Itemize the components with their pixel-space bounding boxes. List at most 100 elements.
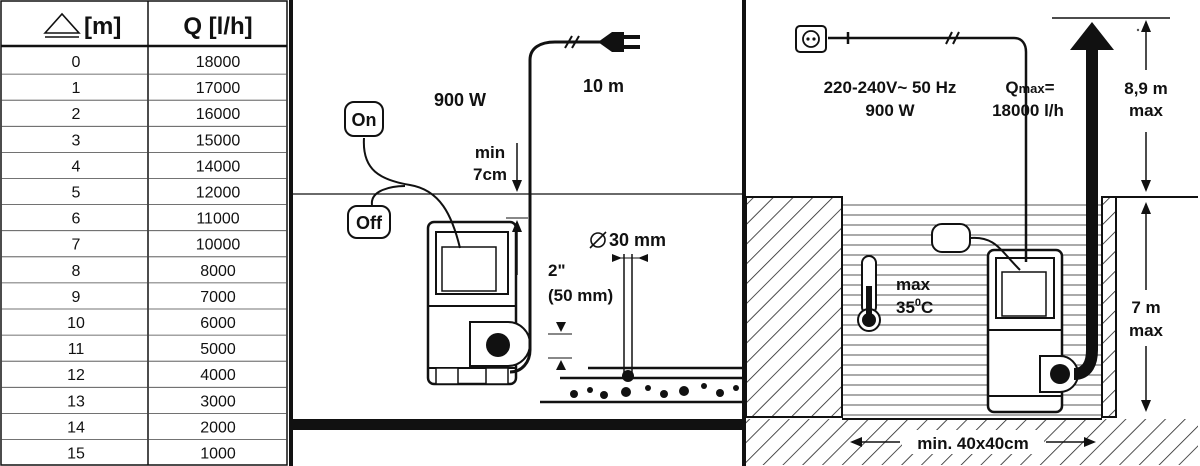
head-cell: 8: [72, 263, 81, 280]
head-cell: 5: [72, 185, 81, 202]
head-cell: 7: [72, 237, 81, 254]
flow-cell: 6000: [200, 315, 236, 332]
temp-max-label: max: [896, 275, 931, 294]
head-cell: 12: [67, 367, 85, 384]
pit-width-dimension: [850, 430, 1096, 454]
head-cell: 13: [67, 393, 85, 410]
head-cell: 10: [67, 315, 85, 332]
flow-cell: 8000: [200, 263, 236, 280]
flow-cell: 4000: [200, 367, 236, 384]
pump-cable: [509, 40, 600, 374]
pump-right: [986, 248, 1079, 414]
installation-panel: max 350C 220-240V~ 50 Hz 900 W Qmax= 18: [745, 17, 1198, 465]
particle-dimension: [612, 254, 648, 382]
table-row: 0 18000: [72, 54, 241, 71]
discharge-hose: [1073, 46, 1098, 380]
head-cell: 3: [72, 132, 81, 149]
ground-left: [745, 196, 843, 418]
temp-value-label: 350C: [896, 297, 933, 317]
float-switch-cable: [362, 137, 461, 249]
flow-cell: 11000: [196, 211, 239, 228]
pump-left: [426, 220, 531, 386]
flow-column-header: Q [l/h]: [183, 13, 252, 40]
delta-head-icon: [43, 12, 81, 34]
right-power-cable: [828, 32, 1028, 262]
head-cell: 9: [72, 289, 81, 306]
table-row: 4 14000: [1, 151, 287, 175]
float-switch-right: [931, 223, 971, 253]
switch-off-badge: Off: [347, 205, 391, 239]
head-cell: 6: [72, 211, 81, 228]
plug-icon: [598, 32, 640, 52]
table-row: 2 16000: [1, 99, 287, 123]
head-cell: 0: [72, 54, 81, 71]
switch-on-label: On: [352, 110, 377, 130]
diameter-icon: [589, 231, 607, 249]
table-row: 12 4000: [1, 360, 287, 384]
submersion-panel: 10 m 900 W On Off min 7cm: [289, 0, 746, 466]
min-level-line1: min: [475, 143, 505, 162]
head-column-header: [m]: [43, 12, 121, 40]
flow-cell: 12000: [196, 185, 241, 202]
table-row: 11 5000: [1, 334, 287, 358]
table-row: 7 10000: [1, 230, 287, 254]
head-cell: 1: [72, 80, 81, 97]
table-row: 1 17000: [1, 73, 287, 97]
flow-cell: 14000: [196, 158, 241, 175]
head-cell: 11: [68, 341, 85, 358]
debris-bed: [540, 366, 742, 404]
table-row: 6 11000: [1, 204, 287, 228]
switch-on-badge: On: [344, 101, 384, 137]
hose-size-line1: 2": [548, 261, 566, 280]
flow-cell: 18000: [196, 54, 241, 71]
hose-size-line2: (50 mm): [548, 286, 613, 305]
cable-length-label: 10 m: [583, 76, 624, 96]
pump-outlet-dot: [486, 333, 510, 357]
head-cell: 4: [72, 158, 81, 175]
max-depth-line2: max: [1129, 321, 1164, 340]
flow-cell: 10000: [196, 237, 241, 254]
flow-cell: 1000: [200, 446, 236, 463]
table-row: 3 15000: [1, 125, 287, 149]
table-row: 5 12000: [1, 178, 287, 202]
voltage-label: 220-240V~ 50 Hz: [824, 78, 957, 97]
flow-cell: 3000: [200, 393, 236, 410]
flow-cell: 17000: [196, 80, 241, 97]
table-row: 13 3000: [1, 386, 287, 410]
max-head-dimension: [1141, 20, 1151, 192]
max-head-line2: max: [1129, 101, 1164, 120]
max-depth-line1: 7 m: [1131, 298, 1160, 317]
power-label-right: 900 W: [865, 101, 915, 120]
discharge-arrow: [1070, 22, 1114, 50]
head-unit-label: [m]: [84, 13, 121, 40]
qmax-label: Qmax=: [1005, 78, 1054, 97]
max-head-line1: 8,9 m: [1124, 79, 1167, 98]
head-cell: 14: [67, 419, 85, 436]
socket-icon: [795, 25, 827, 53]
min-level-line2: 7cm: [473, 165, 507, 184]
table-row: 10 6000: [1, 308, 287, 332]
head-cell: 2: [72, 106, 81, 123]
table-row: 8 8000: [1, 256, 287, 280]
min-level-dimension: [506, 143, 528, 275]
ground-right: [1101, 196, 1117, 418]
power-label-left: 900 W: [434, 90, 486, 110]
table-row: 15 1000: [1, 439, 287, 463]
max-depth-dimension: [1141, 202, 1151, 412]
qmax-value: 18000 l/h: [992, 101, 1064, 120]
flow-cell: 5000: [200, 341, 236, 358]
particle-size-label: 30 mm: [609, 230, 666, 250]
flow-cell: 15000: [196, 132, 241, 149]
floor-bar: [293, 419, 743, 430]
flow-cell: 16000: [196, 106, 241, 123]
table-row: 14 2000: [1, 412, 287, 436]
flow-cell: 2000: [200, 419, 236, 436]
thermometer-icon: [857, 255, 881, 332]
switch-off-label: Off: [356, 213, 383, 233]
head-cell: 15: [67, 446, 85, 463]
hose-dimension: [548, 322, 572, 370]
